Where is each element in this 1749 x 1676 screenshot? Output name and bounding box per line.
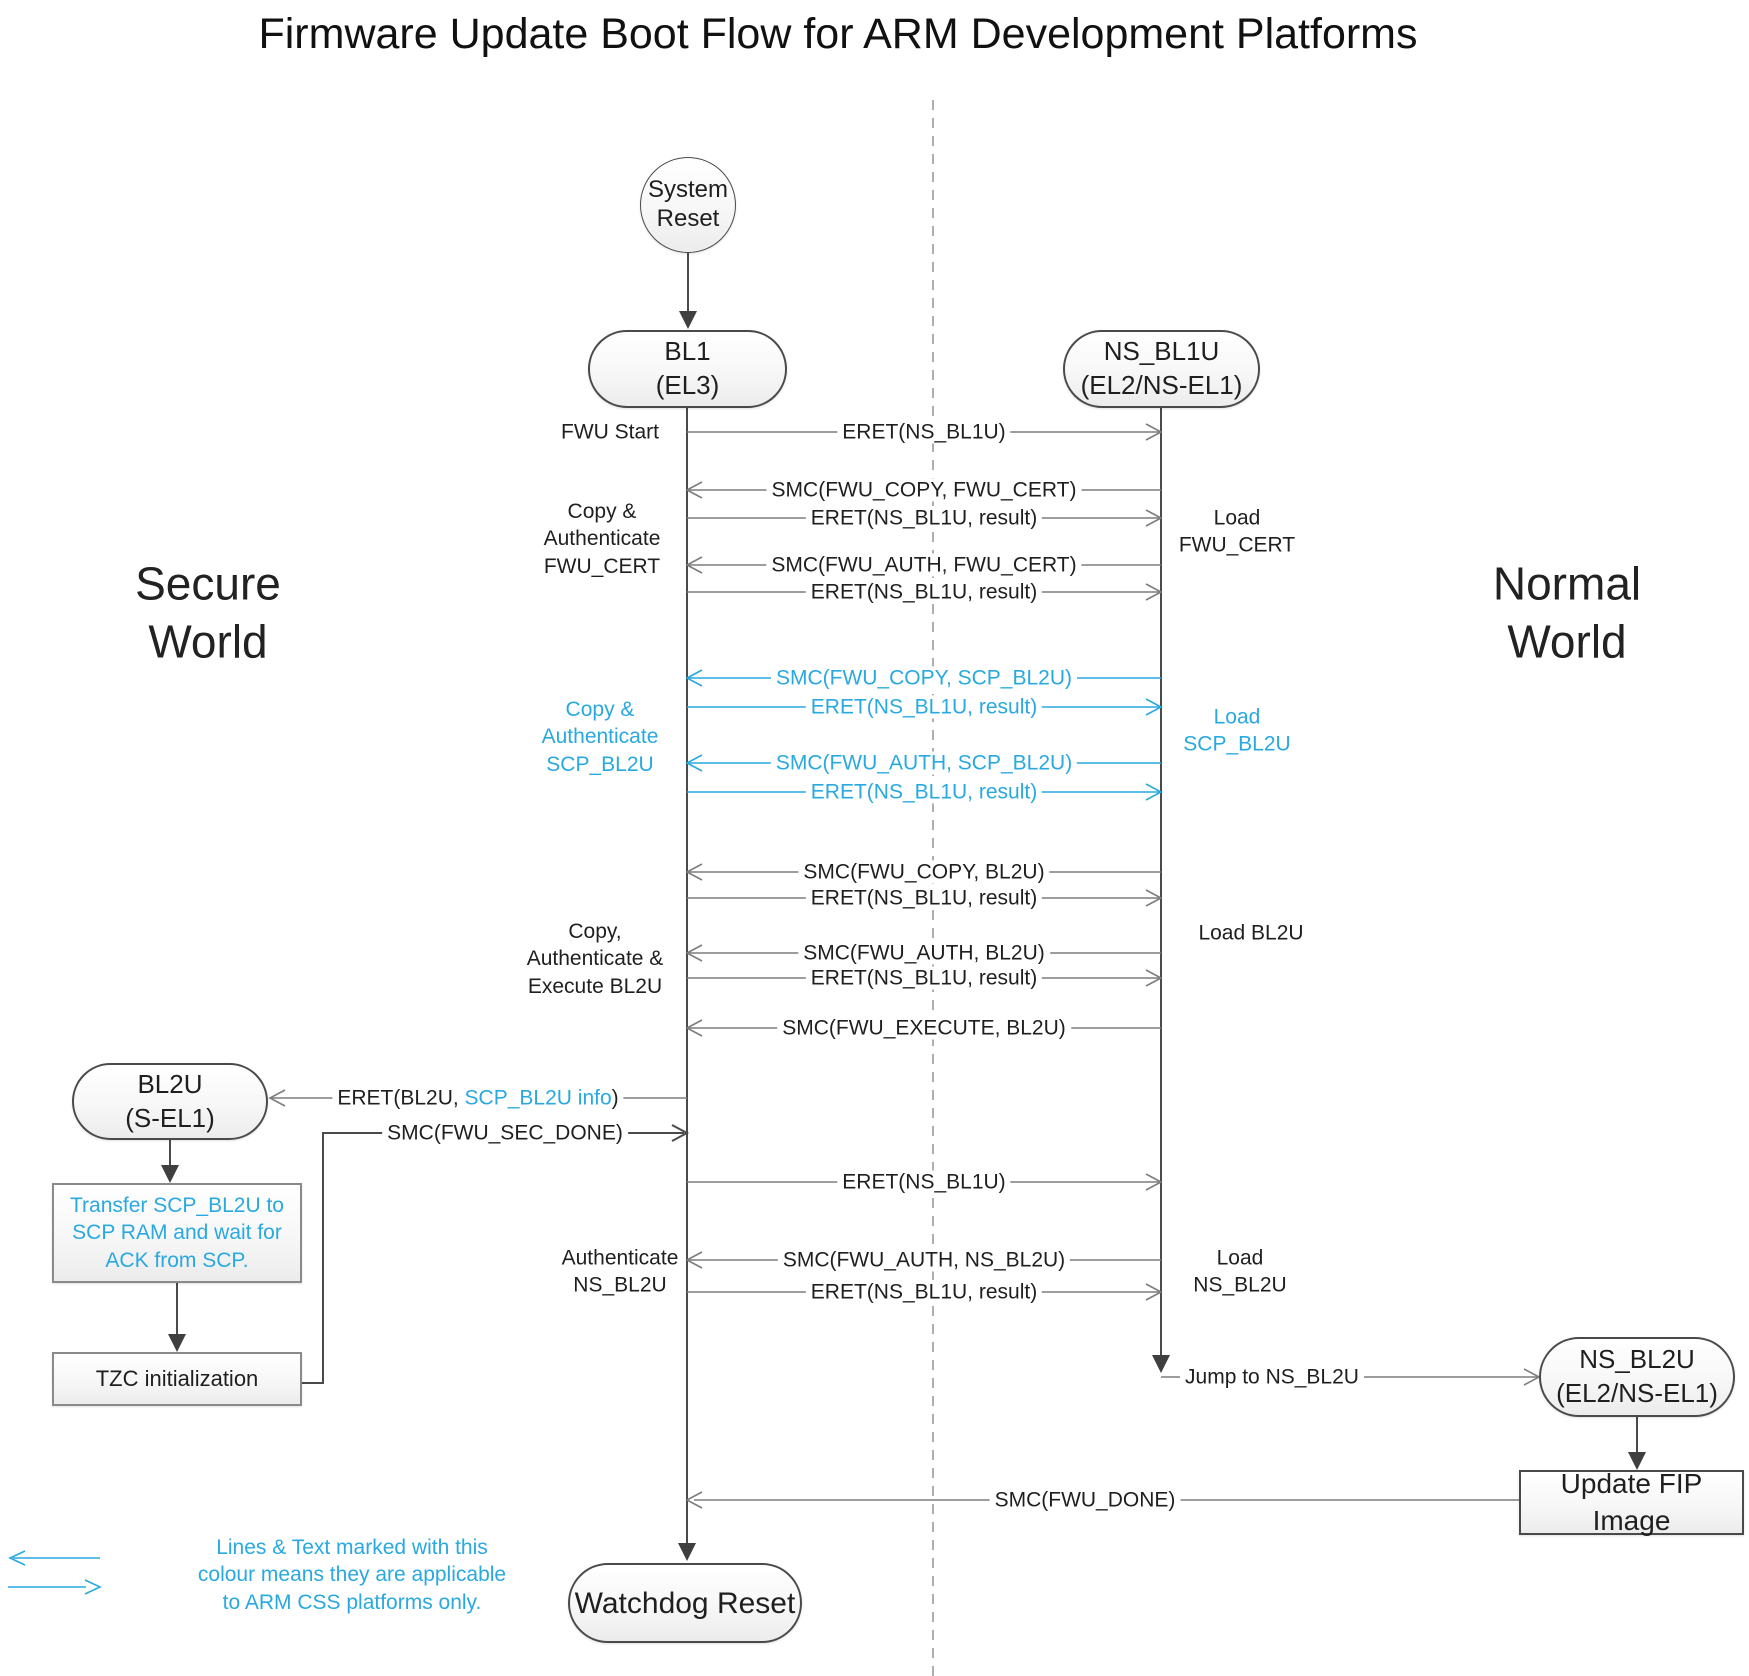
node-bl1: BL1 (EL3)	[588, 330, 787, 408]
msg-smc-fwu-sec-done: SMC(FWU_SEC_DONE)	[382, 1121, 628, 1145]
msg-eret-result-2: ERET(NS_BL1U, result)	[805, 580, 1043, 604]
msg-smc-fwu-auth-ns-bl2u: SMC(FWU_AUTH, NS_BL2U)	[777, 1248, 1071, 1272]
msg-eret-bl2u-scp-info: ERET(BL2U, SCP_BL2U info)	[332, 1086, 624, 1110]
msg-eret-bl2u-suffix: )	[611, 1086, 619, 1110]
ns-bl1u-lifeline	[1152, 408, 1170, 1373]
label-load-fwu-cert: Load FWU_CERT	[1178, 506, 1296, 557]
msg-smc-fwu-copy-fwu-cert: SMC(FWU_COPY, FWU_CERT)	[766, 478, 1082, 502]
label-load-scp-bl2u: Load SCP_BL2U	[1183, 705, 1291, 756]
node-watchdog-reset: Watchdog Reset	[568, 1563, 802, 1643]
msg-smc-fwu-done: SMC(FWU_DONE)	[989, 1488, 1181, 1512]
node-ns-bl1u: NS_BL1U (EL2/NS-EL1)	[1063, 330, 1260, 408]
normal-world-label: Normal World	[1492, 557, 1642, 668]
box-transfer-scp: Transfer SCP_BL2U to SCP RAM and wait fo…	[52, 1183, 302, 1283]
msg-eret-result-4: ERET(NS_BL1U, result)	[805, 780, 1043, 804]
arrow-bl2u-to-transfer	[161, 1140, 179, 1183]
msg-eret-ns-bl1u-1: ERET(NS_BL1U)	[837, 420, 1011, 444]
arrow-system-reset-to-bl1	[679, 253, 697, 329]
msg-eret-ns-bl1u-2: ERET(NS_BL1U)	[837, 1170, 1011, 1194]
label-load-ns-bl2u: Load NS_BL2U	[1193, 1246, 1287, 1297]
label-copy-auth-scp-bl2u: Copy & Authenticate SCP_BL2U	[541, 698, 659, 776]
msg-smc-fwu-copy-bl2u: SMC(FWU_COPY, BL2U)	[798, 860, 1050, 884]
label-auth-ns-bl2u: Authenticate NS_BL2U	[561, 1246, 679, 1297]
box-tzc-init: TZC initialization	[52, 1352, 302, 1406]
node-bl2u: BL2U (S-EL1)	[72, 1063, 268, 1140]
bl1-lifeline	[678, 408, 696, 1561]
msg-eret-result-3: ERET(NS_BL1U, result)	[805, 695, 1043, 719]
msg-eret-bl2u-highlight: SCP_BL2U info	[464, 1086, 612, 1110]
msg-jump-to-ns-bl2u: Jump to NS_BL2U	[1180, 1365, 1364, 1389]
legend-arrow-left	[8, 1550, 100, 1566]
msg-smc-fwu-execute-bl2u: SMC(FWU_EXECUTE, BL2U)	[777, 1016, 1071, 1040]
label-copy-auth-fwu-cert: Copy & Authenticate FWU_CERT	[543, 500, 661, 578]
label-load-bl2u: Load BL2U	[1198, 921, 1304, 945]
arrow-nsbl2u-to-updatefip	[1628, 1417, 1646, 1470]
node-system-reset: System Reset	[640, 157, 736, 253]
secure-world-label: Secure World	[135, 557, 281, 668]
label-fwu-start: FWU Start	[561, 420, 659, 444]
msg-eret-result-7: ERET(NS_BL1U, result)	[805, 1280, 1043, 1304]
node-ns-bl2u: NS_BL2U (EL2/NS-EL1)	[1539, 1337, 1735, 1417]
msg-smc-fwu-auth-fwu-cert: SMC(FWU_AUTH, FWU_CERT)	[766, 553, 1082, 577]
msg-eret-result-6: ERET(NS_BL1U, result)	[805, 966, 1043, 990]
msg-smc-fwu-auth-bl2u: SMC(FWU_AUTH, BL2U)	[798, 941, 1050, 965]
box-update-fip: Update FIP Image	[1519, 1468, 1744, 1536]
msg-eret-bl2u-prefix: ERET(BL2U,	[337, 1086, 465, 1110]
msg-smc-fwu-auth-scp-bl2u: SMC(FWU_AUTH, SCP_BL2U)	[770, 751, 1078, 775]
label-copy-auth-exec-bl2u: Copy, Authenticate & Execute BL2U	[526, 920, 664, 998]
msg-smc-fwu-copy-scp-bl2u: SMC(FWU_COPY, SCP_BL2U)	[770, 666, 1078, 690]
arrow-transfer-to-tzc	[168, 1283, 186, 1352]
legend-arrow-right	[8, 1579, 102, 1595]
msg-eret-result-5: ERET(NS_BL1U, result)	[805, 886, 1043, 910]
page-title: Firmware Update Boot Flow for ARM Develo…	[258, 10, 1418, 58]
msg-eret-result-1: ERET(NS_BL1U, result)	[805, 506, 1043, 530]
legend-note: Lines & Text marked with this colour mea…	[197, 1536, 507, 1614]
